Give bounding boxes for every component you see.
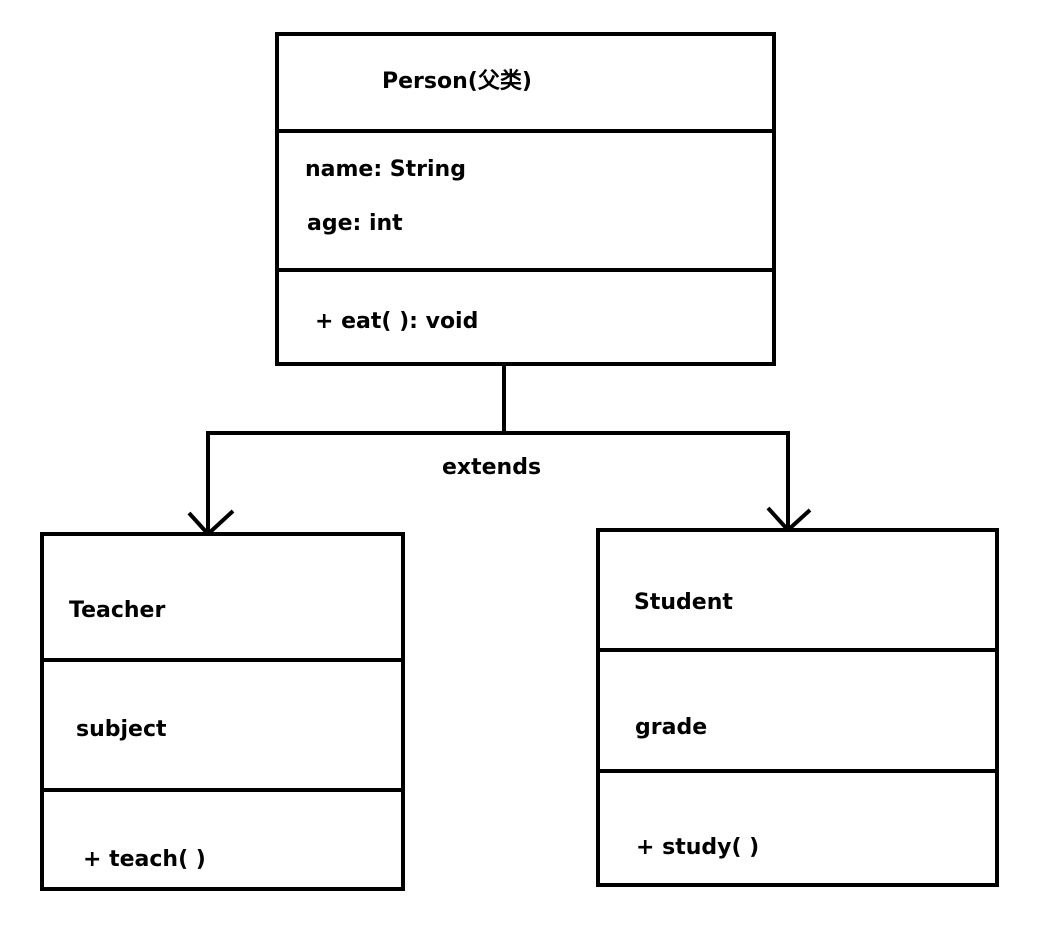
teacher-method-teach: + teach( ) [83,847,206,872]
extends-label: extends [442,455,542,480]
person-attributes-divider [275,268,776,272]
student-class-name: Student [634,590,733,615]
person-class-box: Person(父类) name: String age: int + eat( … [275,32,776,366]
person-attribute-age: age: int [307,211,403,236]
teacher-attributes-divider [40,788,405,792]
student-class-box: Student grade + study( ) [596,528,999,887]
person-method-eat: + eat( ): void [315,309,479,334]
student-attributes-divider [596,769,999,773]
teacher-attribute-subject: subject [76,717,167,742]
person-attribute-name: name: String [305,157,466,182]
teacher-name-divider [40,658,405,662]
student-name-divider [596,648,999,652]
student-method-study: + study( ) [636,835,760,860]
person-name-divider [275,129,776,133]
teacher-class-box: Teacher subject + teach( ) [40,532,405,891]
student-attribute-grade: grade [635,715,708,740]
teacher-class-name: Teacher [69,598,166,623]
person-class-name: Person(父类) [382,69,532,94]
teacher-arrowhead-icon [187,509,235,537]
